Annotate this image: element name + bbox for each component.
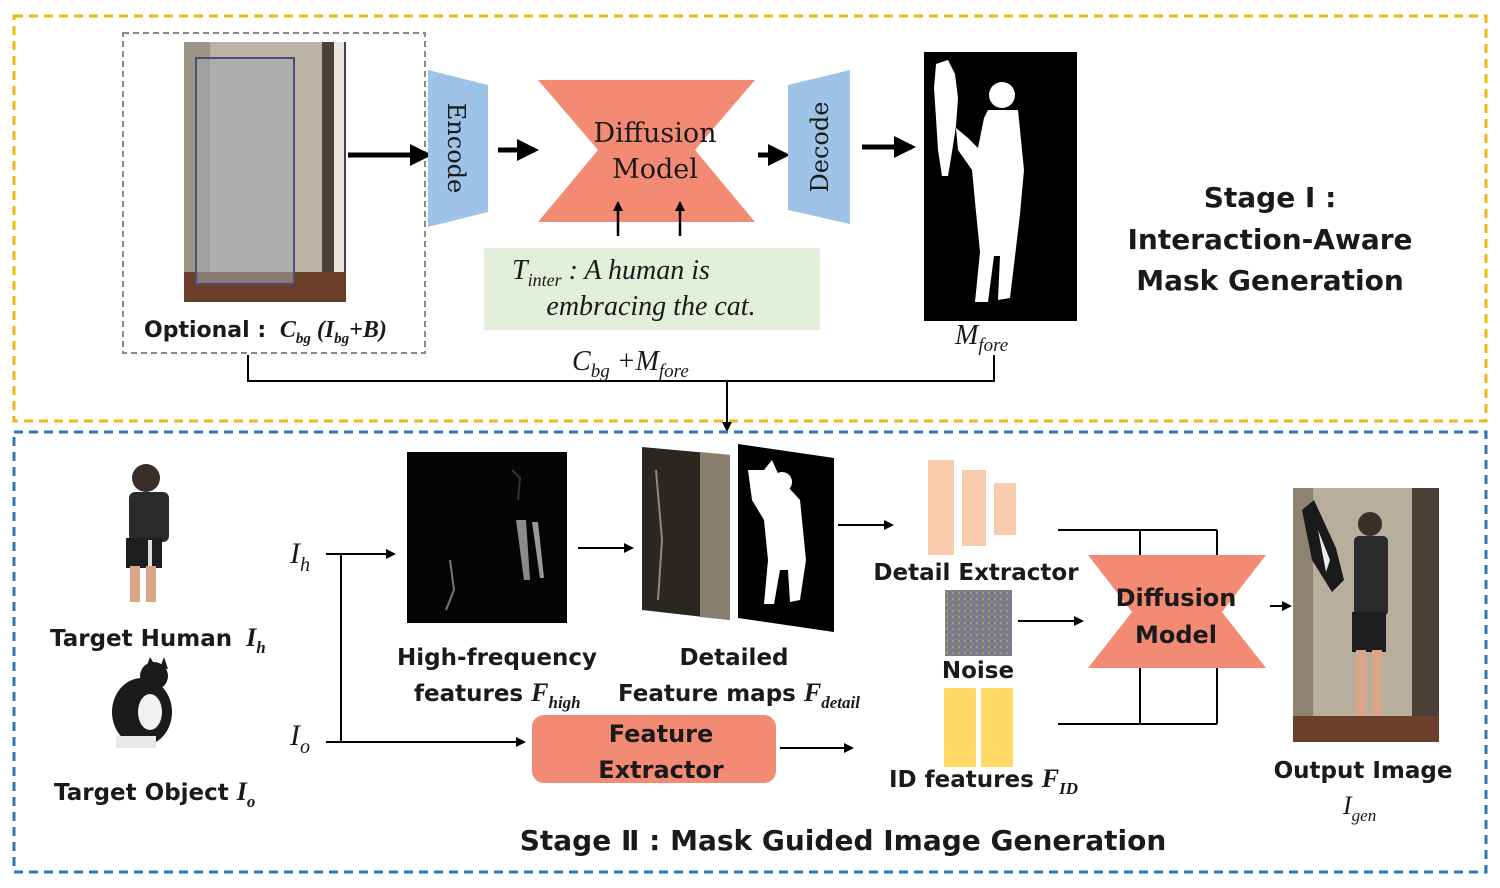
background-image <box>184 42 346 302</box>
merge-label: Cbg +Mfore <box>572 346 689 382</box>
stage1-title-line1: Stage I : <box>1204 181 1337 214</box>
output-symbol: Igen <box>1342 791 1376 825</box>
feature-extractor-block <box>532 715 776 783</box>
highfreq-label-line1: High-frequency <box>397 645 597 671</box>
diffusion-stage1-line2: Model <box>612 154 698 185</box>
diffusion-stage2-line2: Model <box>1135 621 1217 649</box>
detailed-feature-maps <box>642 444 834 632</box>
detailed-label-line1: Detailed <box>679 645 788 671</box>
decode-label: Decode <box>806 102 834 193</box>
encode-block <box>428 70 488 227</box>
diffusion-stage1-line1: Diffusion <box>594 118 717 149</box>
detail-extractor-bars <box>928 460 1016 555</box>
detail-extractor-label: Detail Extractor <box>873 560 1079 586</box>
id-features-bars <box>944 688 1013 767</box>
stage1-title-line2: Interaction-Aware <box>1127 223 1412 256</box>
feature-extractor-line1: Feature <box>609 720 714 748</box>
target-object-image <box>112 657 172 748</box>
stage2-border <box>12 430 1488 874</box>
stage1-border <box>12 14 1488 423</box>
stage2-title: Stage Ⅱ : Mask Guided Image Generation <box>520 824 1167 857</box>
diffusion-model-stage1 <box>538 80 755 222</box>
diffusion-model-stage2 <box>1088 555 1266 668</box>
optional-background-frame <box>122 32 426 354</box>
foreground-mask-image <box>924 52 1077 321</box>
encode-label: Encode <box>442 103 470 193</box>
text-prompt-line2: embracing the cat. <box>546 291 755 322</box>
output-image <box>1293 488 1439 742</box>
noise-label: Noise <box>942 658 1014 684</box>
diffusion-stage2-line1: Diffusion <box>1116 584 1237 612</box>
target-human-image <box>126 464 169 602</box>
merge-line-background <box>247 355 995 382</box>
optional-condition-label: Optional : Cbg (Ibg+B) <box>144 317 387 347</box>
ih-symbol: Ih <box>289 537 310 576</box>
text-prompt-box <box>484 248 820 330</box>
io-symbol: Io <box>289 719 310 758</box>
feature-extractor-line2: Extractor <box>598 756 724 784</box>
mask-label: Mfore <box>954 320 1008 356</box>
stage1-title-line3: Mask Generation <box>1136 264 1404 297</box>
decode-block <box>788 70 850 224</box>
high-frequency-features-image <box>407 452 567 623</box>
output-label: Output Image <box>1274 758 1453 784</box>
text-prompt-line1: Tinter : A human is <box>512 255 710 290</box>
noise-image <box>945 590 1012 656</box>
